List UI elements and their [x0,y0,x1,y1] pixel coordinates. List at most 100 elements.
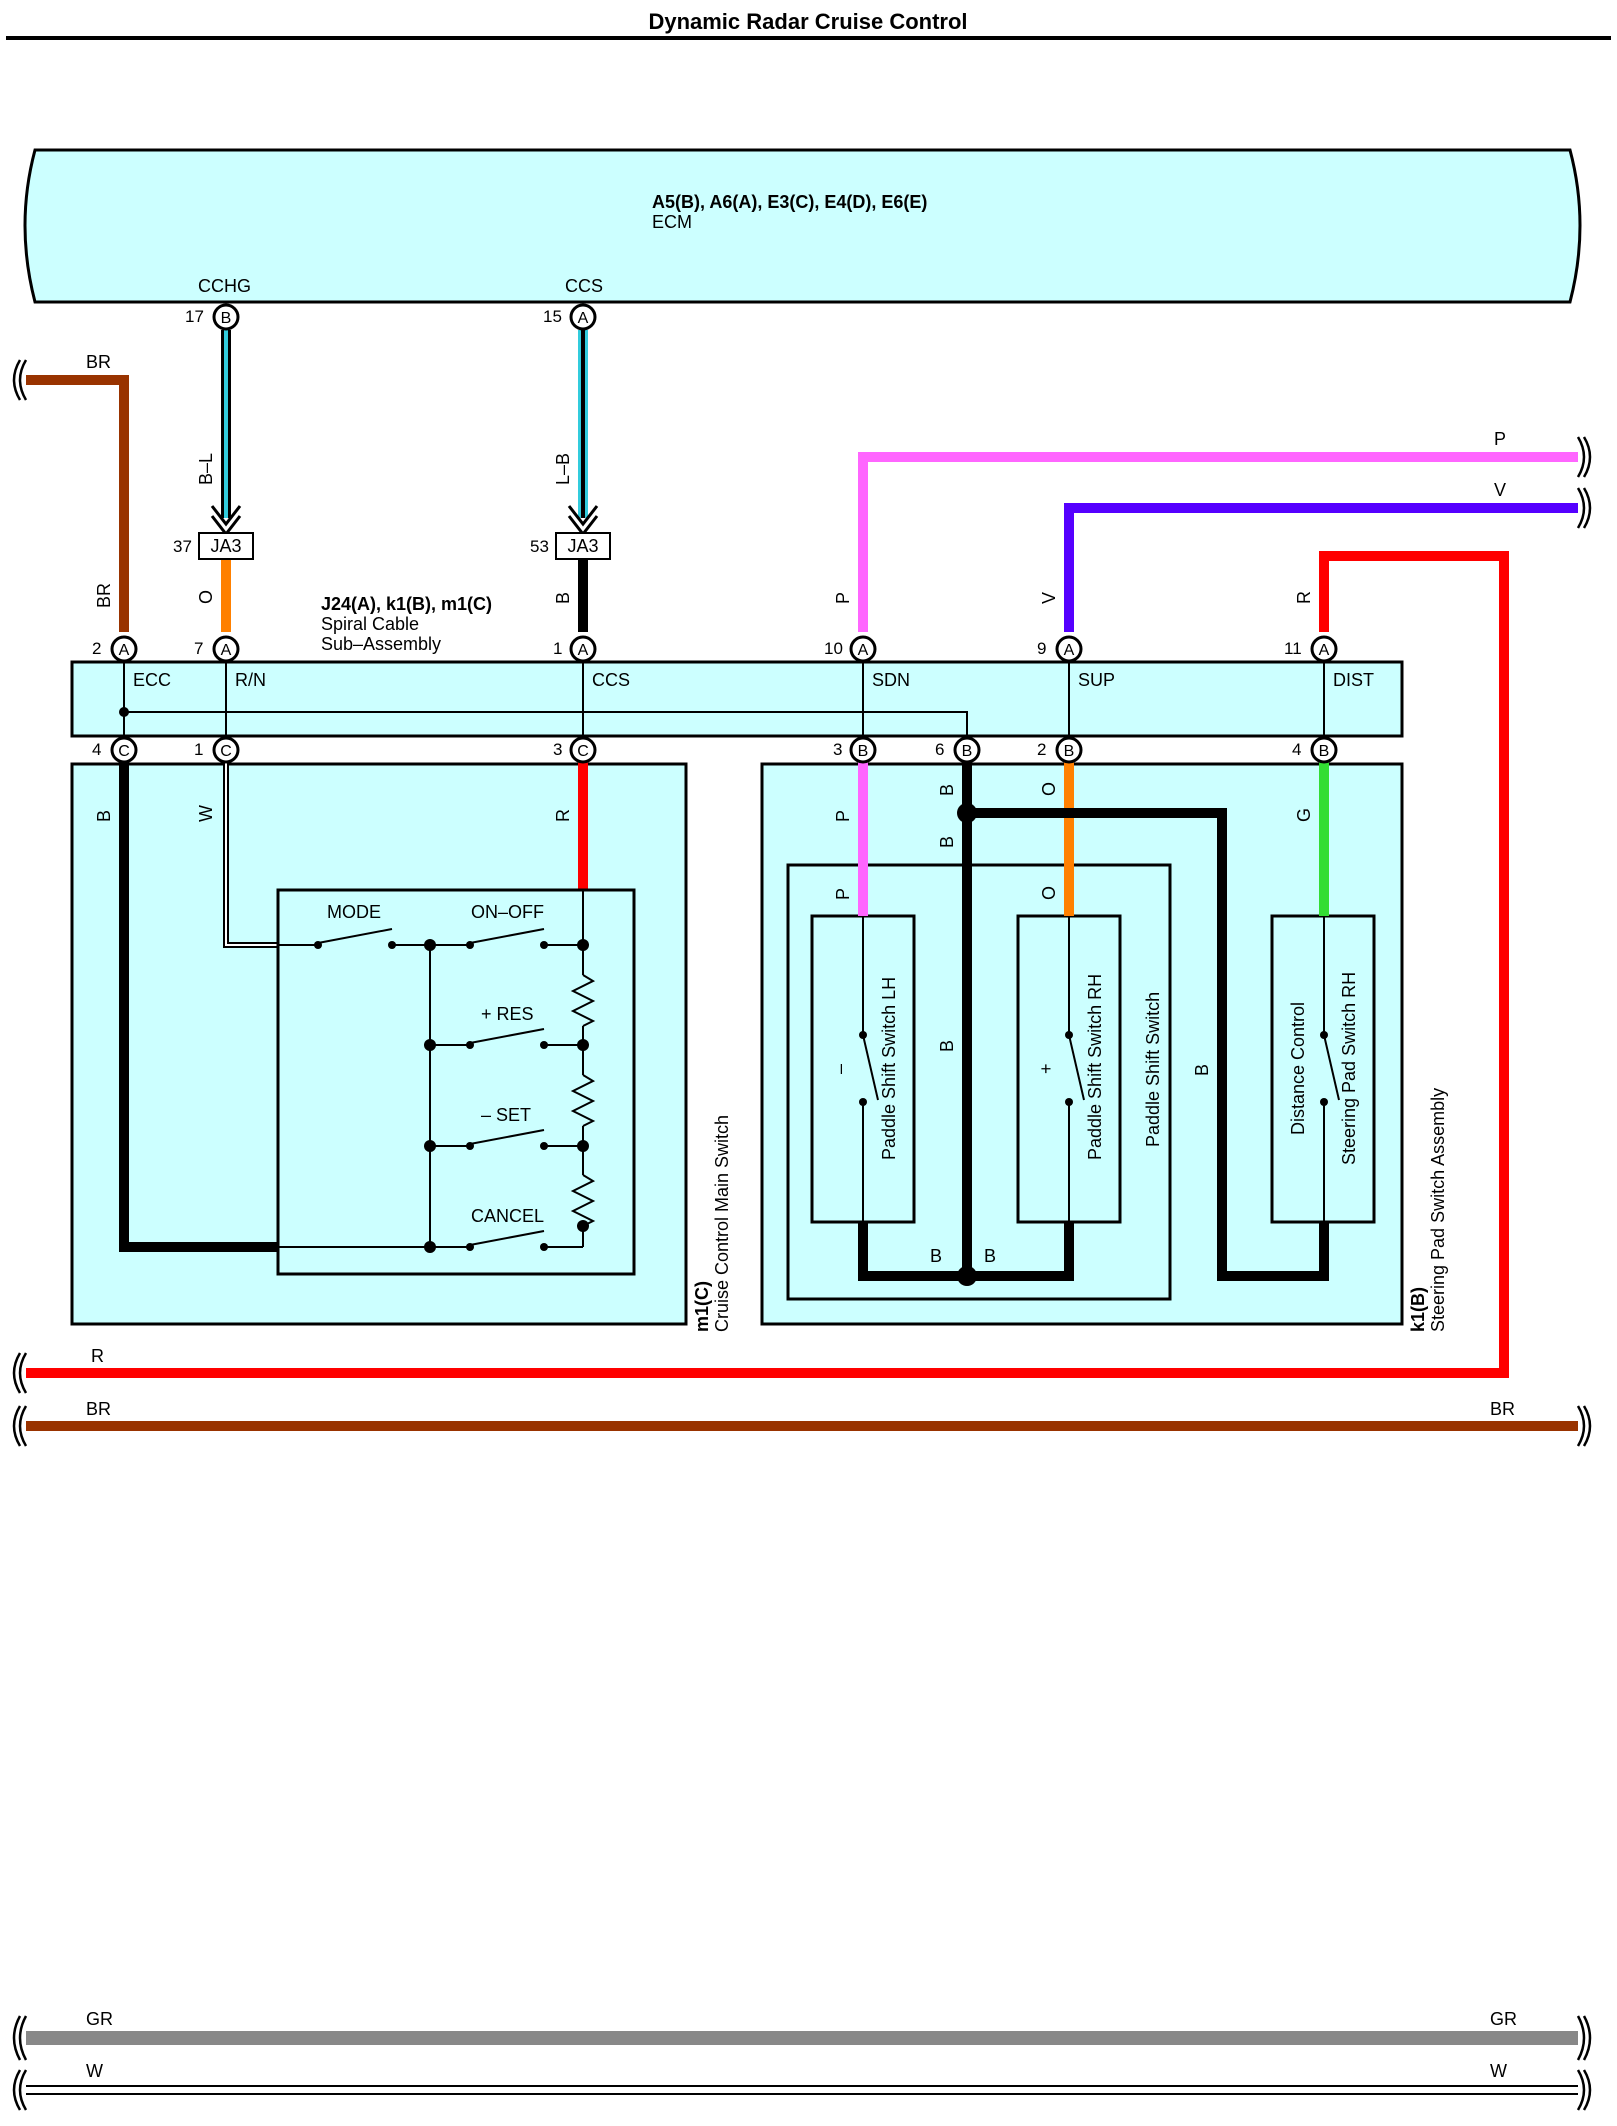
spiral-bpin-circle-4c [110,736,138,764]
wire-b-ecc [119,762,278,1252]
pad-switch-connector: k1(B) [1408,1287,1428,1332]
spiral-bpin-circle-3b [849,736,877,764]
spiral-bpin-conn-6b: B [962,743,973,760]
main-switch-connector: m1(C) [692,1281,712,1332]
wire-label-p-right: P [1494,429,1506,449]
wire-label-v-vert: V [1039,592,1059,604]
wire-label-b-pad-4: B [1192,1064,1212,1076]
distance-control-label-1: Distance Control [1288,1002,1308,1135]
main-switch-nodes [314,939,589,1253]
ecm-pin-circle-17 [212,303,240,331]
spiral-bpin-2b: 2 [1037,740,1046,759]
wire-label-v-right: V [1494,480,1506,500]
paddle-rh-mark: + [1036,1063,1056,1074]
ecm-name: ECM [652,212,692,232]
pad-ground-node-top [957,803,977,823]
spiral-pin-circle-9 [1055,635,1083,663]
spiral-bpin-circle-4b [1310,736,1338,764]
wire-label-b-pad-1: B [937,784,957,796]
spiral-bpin-3b: 3 [833,740,842,759]
spiral-pin-conn-11: A [1319,642,1330,659]
switch-label-mode: MODE [327,902,381,922]
spiral-bpin-3c: 3 [553,740,562,759]
wire-p [858,452,1578,632]
ecm-pin-17: 17 [185,307,204,326]
wire-label-r-vert: R [1294,591,1314,604]
spiral-bpin-4b: 4 [1292,740,1301,759]
switch-label-set: – SET [481,1105,531,1125]
wire-label-br-bottom-left: BR [86,1399,111,1419]
spiral-pin-conn-10: A [858,642,869,659]
wire-label-bl: B–L [196,453,216,485]
wire-label-lb: L–B [553,453,573,485]
ecm-signal-ccs: CCS [565,276,603,296]
wire-label-b-pad-5: B [930,1246,942,1266]
spiral-bpin-circle-1c [212,736,240,764]
wire-label-r-ccs: R [553,809,573,822]
spiral-signal-ecc: ECC [133,670,171,690]
spiral-pin-2: 2 [92,639,101,658]
wire-v [1064,503,1578,632]
wire-label-p-vert: P [833,592,853,604]
wire-label-b-ccs: B [553,592,573,604]
wire-label-b-ecc: B [94,810,114,822]
pad-switch-name: Steering Pad Switch Assembly [1428,1088,1448,1332]
spiral-bpin-4c: 4 [92,740,101,759]
spiral-pin-conn-7: A [221,642,232,659]
wire-label-o-rh-1: O [1039,782,1059,796]
switch-label-cancel: CANCEL [471,1206,544,1226]
ecm-connectors: A5(B), A6(A), E3(C), E4(D), E6(E) [652,192,927,212]
wire-label-r-bottom: R [91,1346,104,1366]
spiral-pin-circle-2 [110,635,138,663]
paddle-rh-label: Paddle Shift Switch RH [1085,974,1105,1160]
wire-label-w-right: W [1490,2061,1507,2081]
spiral-pin-10: 10 [824,639,843,658]
wire-label-p-lh-1: P [833,810,853,822]
spiral-signal-sdn: SDN [872,670,910,690]
spiral-pin-circle-7 [212,635,240,663]
spiral-bpin-conn-4b: B [1319,743,1330,760]
wire-label-w-rn: W [196,805,216,822]
diagram-title: Dynamic Radar Cruise Control [648,9,967,34]
pad-switch-contacts [862,916,1340,1222]
paddle-lh-label: Paddle Shift Switch LH [879,977,899,1160]
ecm-pin-conn-15: A [578,310,589,327]
paddle-lh-mark: – [830,1064,850,1074]
junction-name-right: JA3 [567,536,598,556]
spiral-connectors: J24(A), k1(B), m1(C) [321,594,492,614]
distance-control-label-2: Steering Pad Switch RH [1339,972,1359,1165]
spiral-pin-conn-1: A [578,642,589,659]
wire-label-p-lh-2: P [833,888,853,900]
wire-label-gr-left: GR [86,2009,113,2029]
spiral-pin-circle-11 [1310,635,1338,663]
wire-label-b-pad-2: B [937,836,957,848]
junction-ja3-left [198,532,254,560]
wire-label-br-top: BR [86,352,111,372]
spiral-bpin-conn-4c: C [118,743,130,760]
wire-label-g-dist: G [1294,808,1314,822]
wire-label-b-pad-6: B [984,1246,996,1266]
wire-label-o-rh-2: O [1039,886,1059,900]
spiral-name-1: Spiral Cable [321,614,419,634]
spiral-pin-circle-1 [569,635,597,663]
wire-label-b-pad-3: B [937,1040,957,1052]
spiral-name-2: Sub–Assembly [321,634,441,654]
spiral-bpin-circle-2b [1055,736,1083,764]
spiral-bpin-conn-1c: C [220,743,232,760]
spiral-pin-conn-2: A [119,642,130,659]
spiral-pin-conn-9: A [1064,642,1075,659]
junction-pin-53: 53 [530,537,549,556]
spiral-pin-circle-10 [849,635,877,663]
paddle-shift-label: Paddle Shift Switch [1143,992,1163,1147]
spiral-signal-ccs: CCS [592,670,630,690]
switch-label-res: + RES [481,1004,534,1024]
junction-name-left: JA3 [210,536,241,556]
spiral-signal-dist: DIST [1333,670,1374,690]
spiral-bpin-conn-2b: B [1064,743,1075,760]
wire-label-o-rn: O [196,590,216,604]
spiral-signal-rn: R/N [235,670,266,690]
ecm-box [23,148,1582,304]
spiral-signal-sup: SUP [1078,670,1115,690]
spiral-bpin-1c: 1 [194,740,203,759]
